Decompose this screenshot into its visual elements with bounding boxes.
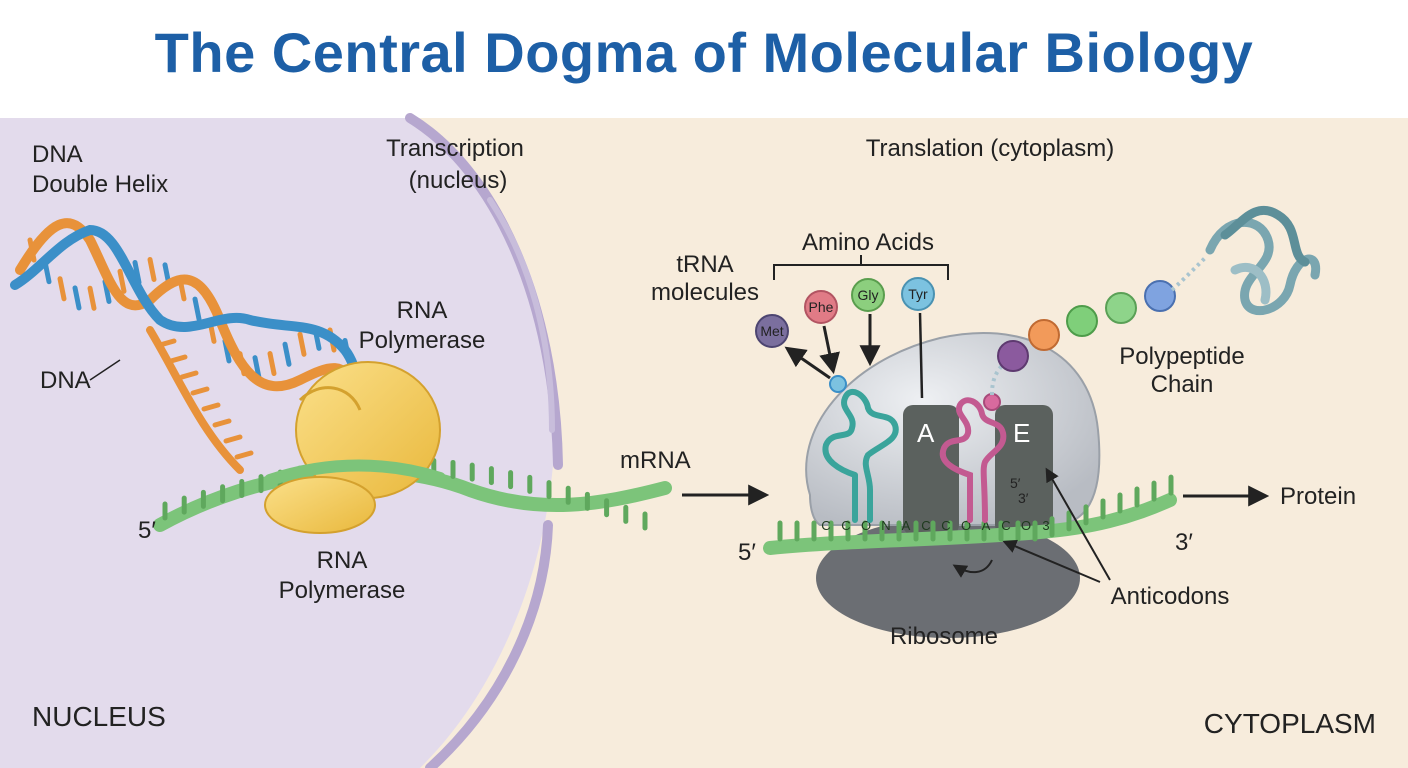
dna-label: DNA [40, 367, 91, 394]
dna-base-pair [252, 355, 262, 381]
nucleus-label: NUCLEUS [32, 701, 166, 732]
ribosome-e-site [995, 405, 1053, 535]
trna-label-line2: molecules [651, 279, 759, 306]
codon-letter: O [861, 518, 871, 533]
codon-letter: A [902, 518, 911, 533]
dna-base-pair [179, 370, 199, 380]
amino-acids-label: Amino Acids [802, 229, 934, 256]
dna-label-pointer [89, 359, 121, 381]
dna-base-pair [117, 268, 127, 294]
codon-letter: O [1021, 518, 1031, 533]
codon-letter: A [982, 518, 991, 533]
codon-letter: C [921, 518, 930, 533]
dna-base-pair [190, 386, 210, 396]
codon-letter: 3 [1042, 518, 1049, 533]
amino-acid-gly [851, 278, 885, 312]
rna-polymerase-bottom-label-line2: Polymerase [279, 577, 406, 604]
page-title: The Central Dogma of Molecular Biology [154, 21, 1254, 84]
transcription-label-line1: Transcription [386, 135, 524, 162]
five-prime-right-label: 5′ [738, 539, 756, 566]
dna-helix-label-line1: DNA [32, 141, 83, 168]
codon-letter: C [841, 518, 850, 533]
translation-label: Translation (cytoplasm) [866, 135, 1115, 162]
dna-base-pair [147, 256, 157, 282]
nucleus-region [0, 118, 556, 768]
trna-label-line1: tRNA [676, 251, 733, 278]
amino-acids-bracket [773, 255, 949, 280]
dna-base-pair [57, 276, 67, 302]
anticodons-label: Anticodons [1111, 583, 1230, 610]
dna-base-pair [87, 285, 97, 311]
amino-acid-tyr [901, 277, 935, 311]
codon-letter: C [1001, 518, 1010, 533]
anticodon-pointer-1 [1002, 539, 1101, 583]
dna-base-pair [168, 354, 188, 364]
small-three-prime-label: 3′ [1018, 490, 1029, 506]
codon-letter: N [881, 518, 890, 533]
dna-base-pair [234, 450, 254, 460]
anticodon-pointer-2 [1045, 467, 1111, 581]
dna-double-helix [10, 218, 362, 474]
dna-base-pair [223, 434, 243, 444]
polypeptide-chain [990, 256, 1207, 396]
site-e-label: E [1013, 418, 1030, 448]
polypeptide-label-line2: Chain [1151, 371, 1214, 398]
dna-base-pair [102, 278, 112, 304]
nuclear-envelope-lower [425, 520, 553, 768]
codon-letter: O [961, 518, 971, 533]
dna-template-strand [146, 326, 244, 474]
rna-polymerase-bottom-label-line1: RNA [317, 547, 368, 574]
arrow-from-phe [819, 325, 840, 375]
three-prime-right-label: 3′ [1175, 529, 1193, 556]
dna-base-pair [282, 341, 292, 367]
five-prime-left-label: 5′ [138, 517, 156, 544]
mrna-over-polymerase [264, 459, 446, 486]
mrna-label: mRNA [620, 447, 691, 474]
dna-base-pair [297, 331, 307, 357]
svg-text:Met: Met [760, 323, 783, 339]
small-five-prime-label: 5′ [1010, 475, 1021, 491]
svg-text:Tyr: Tyr [908, 286, 928, 302]
ribosome-a-site [903, 405, 959, 535]
codon-letter: C [941, 518, 950, 533]
dna-base-pair [201, 402, 221, 412]
cytoplasm-label: CYTOPLASM [1204, 708, 1376, 739]
ribosome-label: Ribosome [890, 623, 998, 650]
dna-strand-blue [10, 224, 362, 425]
dna-base-pair [212, 418, 232, 428]
amino-acid-met [755, 314, 789, 348]
trna-pink [939, 393, 1007, 523]
rna-polymerase-top-label-line1: RNA [397, 297, 448, 324]
site-a-label: A [917, 418, 935, 448]
protein-label: Protein [1280, 483, 1356, 510]
trna-teal [822, 375, 899, 523]
translocation-arrow [952, 559, 993, 578]
polypeptide-label-line1: Polypeptide [1119, 343, 1244, 370]
amino-acid-badges: Met Phe Gly Tyr [755, 277, 935, 348]
dna-base-pair [192, 296, 202, 322]
line-from-tyr [918, 312, 924, 399]
nuclear-envelope-inner [487, 197, 555, 433]
folded-protein [1205, 205, 1321, 316]
svg-text:Phe: Phe [809, 299, 834, 315]
codon-letter: C [821, 518, 830, 533]
dna-base-pair [267, 351, 277, 377]
dna-base-pair [72, 285, 82, 311]
amino-acid-phe [804, 290, 838, 324]
rna-polymerase-top-label-line2: Polymerase [359, 327, 486, 354]
transcription-label-line2: (nucleus) [409, 167, 508, 194]
dna-helix-label-line2: Double Helix [32, 171, 168, 198]
svg-text:Gly: Gly [858, 287, 879, 303]
